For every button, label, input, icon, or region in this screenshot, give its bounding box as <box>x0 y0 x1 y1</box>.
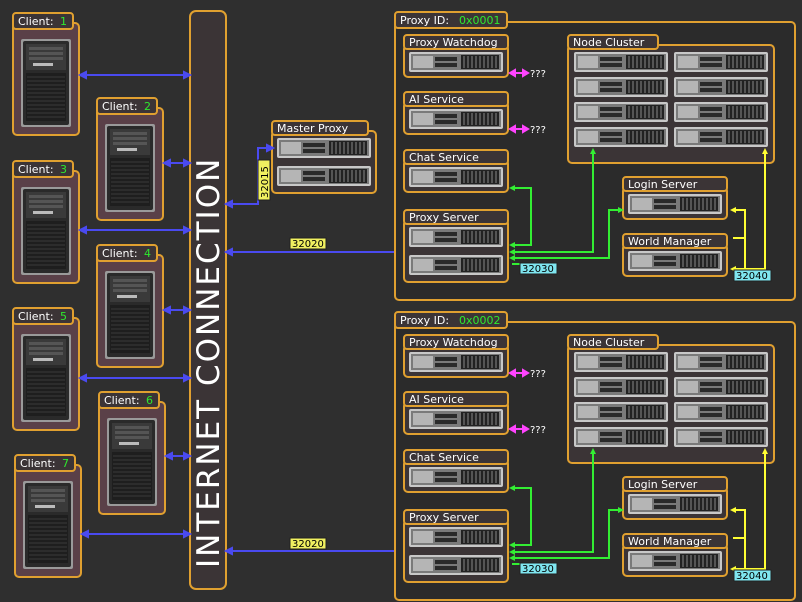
svg-text:32030: 32030 <box>522 264 554 275</box>
world-links <box>733 152 766 270</box>
tower-server-icon <box>20 38 72 128</box>
svg-text:Login Server: Login Server <box>628 178 698 191</box>
port-label-32020-b: 32020 <box>289 537 327 550</box>
proxy-server: Proxy Server <box>404 210 508 282</box>
port-label-32040: 32040 <box>733 269 772 282</box>
proxy-id-label: Proxy ID: <box>400 14 449 27</box>
client-label: Client: <box>102 100 138 113</box>
svg-text:32040: 32040 <box>736 571 768 582</box>
world-manager: World Manager <box>623 534 727 576</box>
svg-text:Proxy Server: Proxy Server <box>409 511 479 524</box>
internal-links <box>512 452 621 565</box>
world-manager: World Manager <box>623 234 727 276</box>
client-4: Client: 4 <box>96 244 164 368</box>
client-number: 1 <box>60 15 67 28</box>
master-proxy-port: 32015 <box>257 159 271 201</box>
tower-server-icon <box>106 417 158 507</box>
internal-arrowheads <box>509 448 624 561</box>
internal-links <box>512 152 621 265</box>
unknown-label: ??? <box>530 425 546 436</box>
svg-text:Chat Service: Chat Service <box>409 151 479 164</box>
port-label-32030: 32030 <box>519 562 558 575</box>
unknown-label: ??? <box>530 69 546 80</box>
proxy-group-1: Proxy ID: 0x0001 Proxy Watchdog AI Servi… <box>394 11 796 301</box>
master-proxy-title: Master Proxy <box>277 122 349 135</box>
tower-server-icon <box>22 480 74 570</box>
svg-text:Node Cluster: Node Cluster <box>573 36 645 49</box>
internal-arrowheads <box>509 148 624 261</box>
proxy-id-label: Proxy ID: <box>400 314 449 327</box>
client-7: Client: 7 <box>14 454 82 578</box>
svg-text:32030: 32030 <box>522 564 554 575</box>
login-server: Login Server <box>623 477 727 519</box>
svg-text:AI Service: AI Service <box>409 393 464 406</box>
client-number: 5 <box>60 310 67 323</box>
internet-connection-label: INTERNET CONNECTION <box>191 157 227 568</box>
client-number: 7 <box>62 457 69 470</box>
proxy-watchdog: Proxy Watchdog <box>404 335 508 377</box>
client-links <box>77 70 193 539</box>
proxy-group-2: Proxy ID: 0x0002 Proxy Watchdog AI Servi… <box>394 311 796 601</box>
unknown-links <box>508 68 530 134</box>
chat-service: Chat Service <box>404 450 508 492</box>
unknown-label: ??? <box>530 369 546 380</box>
internet-connection-bar <box>189 10 227 590</box>
tower-server-icon <box>104 123 156 213</box>
node-cluster: Node Cluster <box>568 335 774 463</box>
client-label: Client: <box>18 310 54 323</box>
client-number: 2 <box>144 100 151 113</box>
client-label: Client: <box>20 457 56 470</box>
login-server: Login Server <box>623 177 727 219</box>
svg-text:World Manager: World Manager <box>628 235 712 248</box>
ai-service: AI Service <box>404 392 508 434</box>
client-label: Client: <box>102 247 138 260</box>
client-number: 3 <box>60 163 67 176</box>
proxy-watchdog: Proxy Watchdog <box>404 35 508 77</box>
tower-server-icon <box>20 186 72 276</box>
unknown-links <box>508 368 530 434</box>
master-proxy: Master Proxy <box>271 120 377 194</box>
client-label: Client: <box>18 15 54 28</box>
proxy-links <box>223 247 407 556</box>
svg-text:32015: 32015 <box>260 166 271 198</box>
world-links <box>733 452 766 570</box>
tower-server-icon <box>104 270 156 360</box>
port-label-32020-a: 32020 <box>289 237 327 250</box>
client-1: Client: 1 <box>12 12 80 136</box>
proxy-server: Proxy Server <box>404 510 508 582</box>
client-3: Client: 3 <box>12 160 80 284</box>
ai-service: AI Service <box>404 92 508 134</box>
port-label-32040: 32040 <box>733 569 772 582</box>
client-label: Client: <box>104 394 140 407</box>
client-label: Client: <box>18 163 54 176</box>
chat-service: Chat Service <box>404 150 508 192</box>
proxy-id-value: 0x0001 <box>459 14 501 27</box>
node-cluster: Node Cluster <box>568 35 774 163</box>
client-number: 4 <box>144 247 151 260</box>
port-label-32030: 32030 <box>519 262 558 275</box>
unknown-label: ??? <box>530 125 546 136</box>
client-2: Client: 2 <box>96 97 164 221</box>
client-6: Client: 6 <box>98 391 166 515</box>
client-number: 6 <box>146 394 153 407</box>
svg-text:Node Cluster: Node Cluster <box>573 336 645 349</box>
svg-text:32020: 32020 <box>292 239 324 250</box>
proxy-id-value: 0x0002 <box>459 314 501 327</box>
svg-text:Login Server: Login Server <box>628 478 698 491</box>
svg-text:Chat Service: Chat Service <box>409 451 479 464</box>
svg-text:World Manager: World Manager <box>628 535 712 548</box>
svg-text:Proxy Watchdog: Proxy Watchdog <box>409 36 498 49</box>
rack-server-icon <box>276 165 372 187</box>
svg-text:Proxy Server: Proxy Server <box>409 211 479 224</box>
svg-text:32020: 32020 <box>292 539 324 550</box>
rack-server-icon <box>276 137 372 159</box>
tower-server-icon <box>20 333 72 423</box>
svg-text:32040: 32040 <box>736 271 768 282</box>
svg-text:Proxy Watchdog: Proxy Watchdog <box>409 336 498 349</box>
client-5: Client: 5 <box>12 307 80 431</box>
svg-text:AI Service: AI Service <box>409 93 464 106</box>
